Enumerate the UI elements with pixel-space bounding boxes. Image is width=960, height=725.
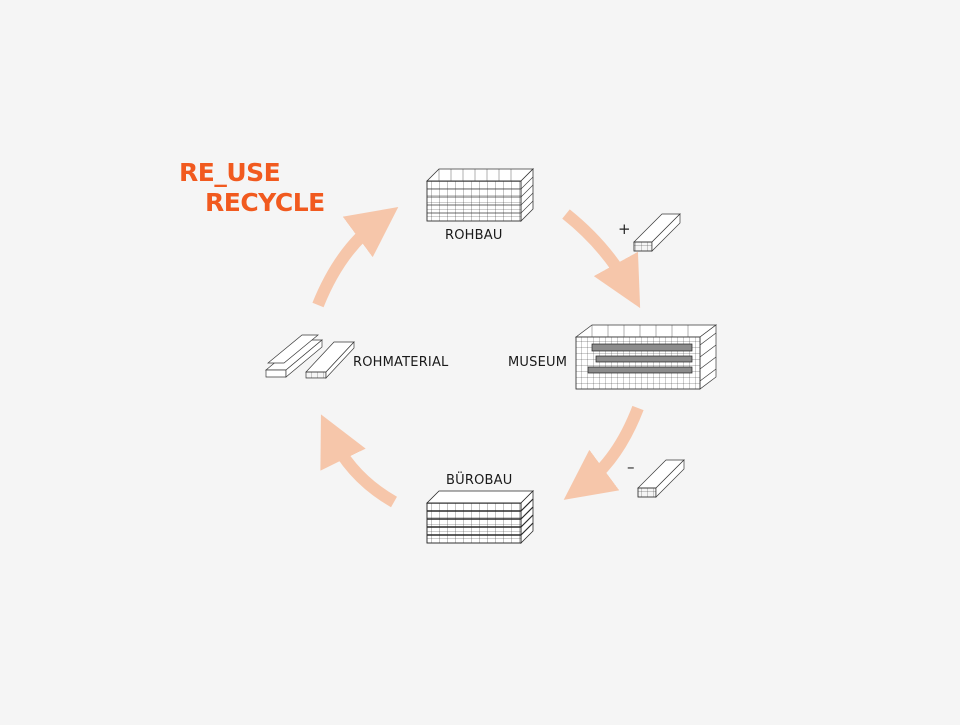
cycle-arrows [312, 207, 644, 508]
arrow-buerobau-to-rohmaterial [320, 414, 398, 508]
label-rohbau: ROHBAU [445, 228, 503, 243]
building-block-icon [426, 168, 534, 222]
arrow-rohbau-to-museum [562, 209, 641, 309]
arrow-museum-to-buerobau [563, 405, 644, 500]
title-line-2: RECYCLE [205, 188, 325, 217]
label-buerobau: BÜROBAU [446, 473, 513, 488]
arrow-rohmaterial-to-rohbau [312, 207, 399, 308]
minus-sign: – [627, 458, 635, 476]
timber-beam-icon [637, 459, 685, 498]
timber-beam-icon [633, 213, 681, 252]
title-line-1: RE_USE [179, 158, 281, 187]
museum-building-icon [574, 324, 718, 390]
lumber-stack-icon [265, 334, 355, 379]
plus-sign: + [618, 220, 631, 238]
label-rohmaterial: ROHMATERIAL [353, 355, 449, 370]
label-museum: MUSEUM [508, 355, 568, 370]
building-block-icon [426, 490, 534, 544]
